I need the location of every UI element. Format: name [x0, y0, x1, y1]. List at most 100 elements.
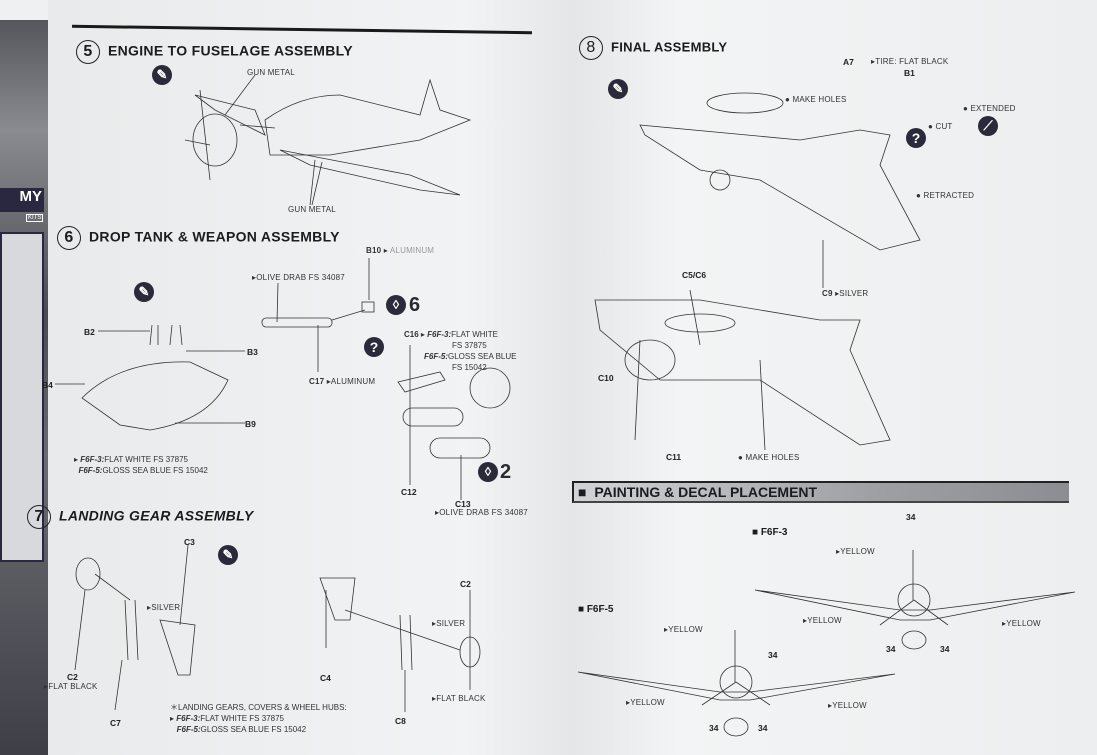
color: FLAT WHITE FS 37875: [104, 455, 188, 464]
part-C7: C7: [110, 718, 121, 728]
part-B4: B4: [42, 380, 53, 390]
color: YELLOW: [807, 616, 842, 625]
color: SILVER: [151, 603, 181, 612]
variant-f6f5: F6F-5:: [78, 466, 103, 475]
step-8-heading: 8 FINAL ASSEMBLY: [579, 36, 727, 60]
step-title: FINAL ASSEMBLY: [611, 39, 728, 55]
section-title: ■ PAINTING & DECAL PLACEMENT: [578, 484, 818, 500]
part-C16: C16: [404, 330, 419, 339]
color: OLIVE DRAB FS 34087: [256, 273, 345, 282]
note-title: LANDING GEARS, COVERS & WHEEL HUBS:: [178, 703, 347, 712]
variant-f6f5: F6F-5:: [424, 352, 448, 361]
instruction-sheet: [48, 0, 1097, 755]
part-C13: C13: [455, 499, 471, 509]
part-C17-label: C17 ▸ALUMINUM: [309, 377, 376, 386]
decal-34: 34: [768, 650, 778, 660]
yellow-label: ▸YELLOW: [803, 616, 842, 625]
part-C4: C4: [320, 673, 331, 683]
landing-gear-paint-note: ＊LANDING GEARS, COVERS & WHEEL HUBS: ▸ F…: [170, 703, 347, 734]
color: YELLOW: [1006, 619, 1041, 628]
box-art-panel: [0, 232, 44, 562]
yellow-label: ▸YELLOW: [664, 625, 703, 634]
color: FLAT WHITE FS 37875: [200, 714, 284, 723]
paint-brush-icon: ✎: [152, 65, 172, 85]
knife-icon: ⟋: [978, 116, 998, 136]
color: GLOSS SEA BLUE FS 15042: [102, 466, 208, 475]
paint-brush-icon: ✎: [218, 545, 238, 565]
part-C9: C9: [822, 289, 833, 298]
decal-34: 34: [886, 644, 896, 654]
part-C10: C10: [598, 373, 614, 383]
C13-color-label: ▸OLIVE DRAB FS 34087: [435, 508, 528, 517]
step-6-heading: 6 DROP TANK & WEAPON ASSEMBLY: [57, 226, 340, 250]
step-title: LANDING GEAR ASSEMBLY: [59, 507, 254, 524]
step-number: 8: [579, 36, 603, 60]
part-C5-C6: C5/C6: [682, 270, 707, 280]
bomb-quantity: 2: [500, 461, 512, 483]
step-number: 5: [76, 40, 100, 64]
part-B10: B10: [366, 246, 382, 255]
part-C3: C3: [184, 537, 195, 547]
variant-name: F6F-3: [760, 527, 788, 538]
yellow-label: ▸YELLOW: [828, 701, 867, 710]
flat-black-label: ▸FLAT BLACK: [432, 694, 486, 703]
cut-label: ● CUT: [928, 122, 953, 131]
part-C11: C11: [666, 452, 682, 462]
part-C17: C17: [309, 377, 325, 386]
rocket-color-label: ▸OLIVE DRAB FS 34087: [252, 273, 345, 282]
note: CUT: [935, 122, 953, 131]
note: EXTENDED: [970, 104, 1016, 113]
part-A7: A7: [843, 57, 854, 67]
color: FLAT BLACK: [48, 682, 98, 691]
color: YELLOW: [840, 547, 875, 556]
variant-f6f3: F6F-3:: [80, 455, 105, 464]
question-icon: ?: [364, 337, 384, 357]
part-C8: C8: [395, 716, 406, 726]
brand-logo: MY: [0, 188, 44, 212]
note: RETRACTED: [923, 191, 975, 200]
fs-code: FS 37875: [452, 341, 487, 350]
color: OLIVE DRAB FS 34087: [439, 508, 528, 517]
variant-f6f3: F6F-3:: [427, 330, 452, 339]
color: GLOSS SEA BLUE: [448, 352, 517, 361]
color: FLAT BLACK: [436, 694, 486, 703]
C16-paint-note: C16 ▸ F6F-3:FLAT WHITE FS 37875 F6F-5:GL…: [404, 330, 517, 372]
variant-f6f5: F6F-5:: [176, 725, 201, 734]
kits-badge: KITS: [26, 214, 44, 222]
silver-label: ▸SILVER: [432, 619, 466, 628]
part-B9: B9: [245, 419, 256, 429]
part-B3: B3: [247, 347, 258, 357]
color: GLOSS SEA BLUE FS 15042: [200, 725, 307, 734]
box-art-edge: MY KITS: [0, 20, 48, 755]
C9-label: C9 ▸SILVER: [822, 289, 869, 298]
tire-color-label: ▸TIRE: FLAT BLACK: [871, 57, 949, 66]
variant-f6f3: F6F-3:: [176, 714, 201, 723]
note: MAKE HOLES: [745, 453, 800, 462]
color: YELLOW: [832, 701, 867, 710]
question-icon: ?: [906, 128, 926, 148]
yellow-label: ▸YELLOW: [626, 698, 665, 707]
step-7-heading: 7 LANDING GEAR ASSEMBLY: [27, 505, 254, 529]
color: SILVER: [436, 619, 466, 628]
step-title: DROP TANK & WEAPON ASSEMBLY: [89, 228, 340, 245]
wing-paint-note: ▸ F6F-3:FLAT WHITE FS 37875 F6F-5:GLOSS …: [74, 455, 208, 475]
label-gun-metal: GUN METAL: [247, 68, 295, 77]
step-title: ENGINE TO FUSELAGE ASSEMBLY: [108, 42, 353, 59]
color: YELLOW: [668, 625, 703, 634]
decal-34: 34: [940, 644, 950, 654]
extended-label: ● EXTENDED: [963, 104, 1016, 113]
flat-black-label: ▸FLAT BLACK: [44, 682, 98, 691]
color: YELLOW: [630, 698, 665, 707]
yellow-label: ▸YELLOW: [1002, 619, 1041, 628]
step-number: 6: [57, 226, 81, 250]
color: FLAT WHITE: [451, 330, 498, 339]
step-number: 7: [27, 505, 51, 529]
color: ALUMINUM: [389, 246, 435, 255]
part-C12: C12: [401, 487, 417, 497]
painting-banner: ■ PAINTING & DECAL PLACEMENT: [572, 481, 1069, 503]
color: TIRE: FLAT BLACK: [875, 57, 949, 66]
part-B1: B1: [904, 68, 915, 78]
title-text: PAINTING & DECAL PLACEMENT: [594, 484, 818, 500]
part-C2: C2: [67, 672, 78, 682]
decal-icon: ◊: [386, 295, 406, 315]
